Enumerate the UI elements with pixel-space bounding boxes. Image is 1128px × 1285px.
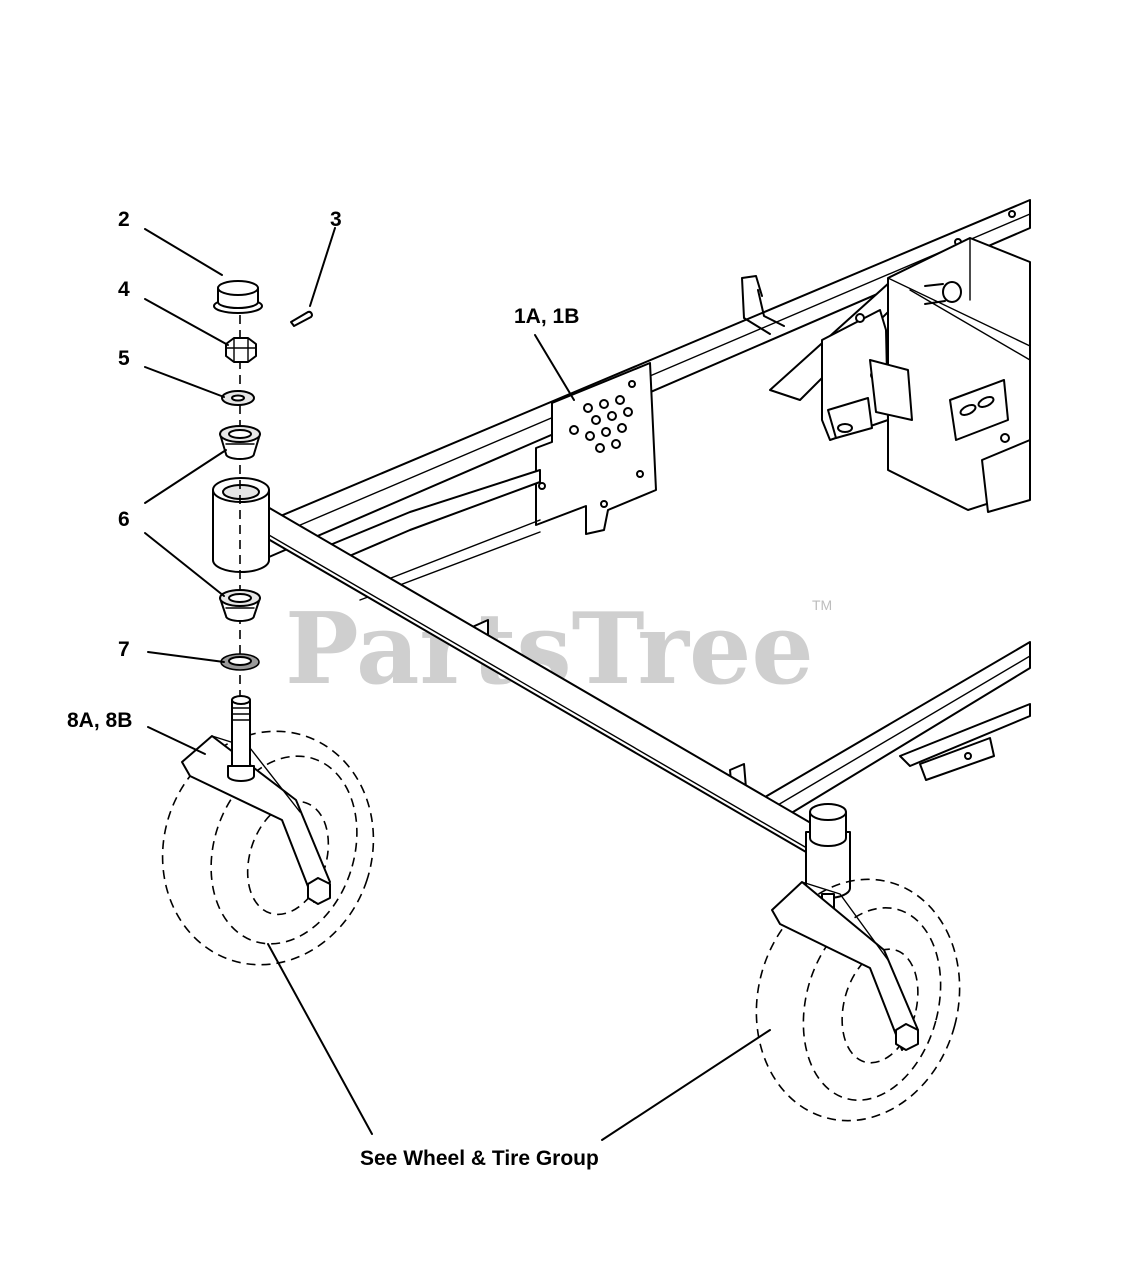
callout-7: 7	[118, 638, 130, 661]
right-caster-fork	[771, 881, 919, 1051]
callout-labels: 2 3 4 5 6 7 1A, 1B 8A, 8B See Wheel & Ti…	[67, 208, 599, 1170]
mounting-plate-holes	[538, 380, 644, 508]
callout-1a-1b: 1A, 1B	[514, 305, 579, 328]
leader-lines	[144, 227, 771, 1141]
callout-6: 6	[118, 508, 130, 531]
right-hub-bolt	[895, 1023, 919, 1051]
left-hub-bolt	[307, 877, 331, 905]
right-wheel-rim	[841, 948, 919, 1064]
part-4-castle-nut	[225, 337, 257, 363]
side-bracket-mid	[869, 359, 913, 421]
callout-2: 2	[118, 208, 130, 231]
part-7-seal	[220, 653, 260, 671]
side-bracket-right	[949, 379, 1009, 441]
left-spindle-shaft	[231, 699, 251, 775]
frame-side-rails	[329, 469, 1031, 827]
callout-3: 3	[330, 208, 342, 231]
right-caster-assembly	[755, 878, 961, 1122]
part-2-grease-cap	[213, 280, 263, 314]
rail-tab	[919, 737, 995, 781]
right-tire-outline	[755, 878, 961, 1122]
part-6-bearing-upper	[219, 425, 261, 460]
part-6-bearing-lower	[219, 589, 261, 622]
callout-4: 4	[118, 278, 130, 301]
wheel-tire-group-note: See Wheel & Tire Group	[360, 1147, 599, 1170]
watermark-trademark: TM	[812, 597, 832, 613]
left-caster-fork	[181, 735, 331, 903]
part-3-cotter-pin	[290, 310, 313, 327]
left-tire-outline	[161, 730, 375, 966]
hook-bracket	[741, 275, 785, 335]
callout-8a-8b: 8A, 8B	[67, 709, 132, 732]
callout-5: 5	[118, 347, 130, 370]
part-5-washer	[221, 390, 255, 406]
exploded-parts	[213, 280, 313, 700]
left-spindle-housing	[212, 477, 270, 573]
left-caster-assembly	[161, 695, 375, 966]
mounting-plate	[535, 362, 657, 535]
